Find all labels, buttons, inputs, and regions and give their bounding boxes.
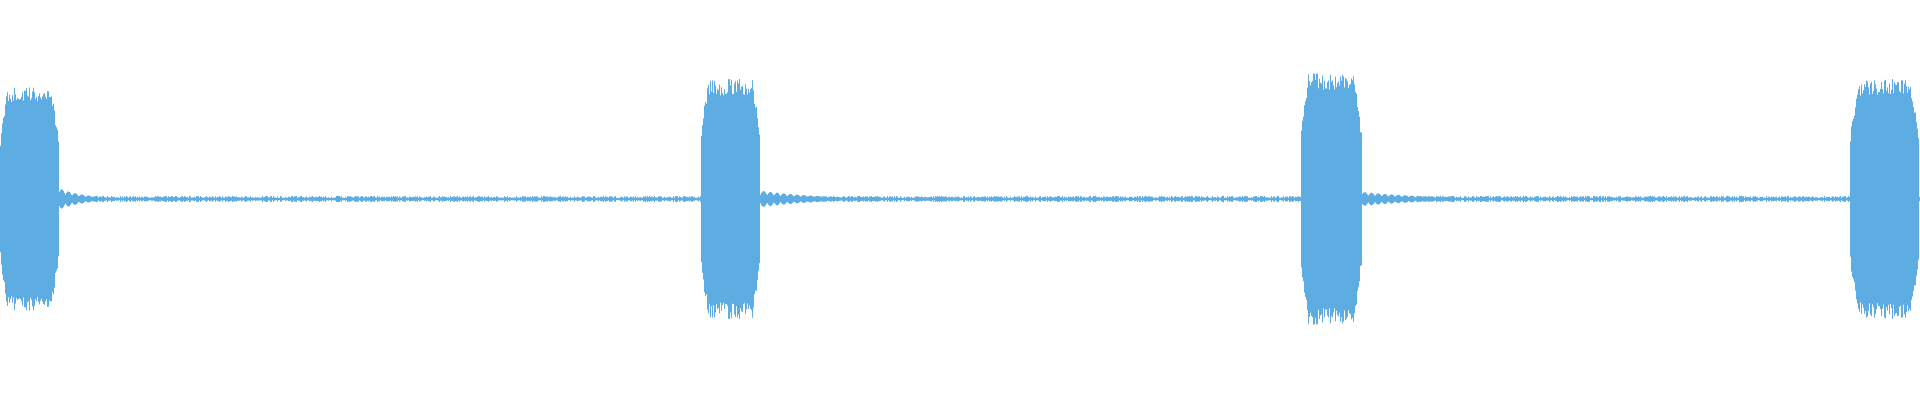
waveform-amplitude-bars	[0, 73, 1920, 325]
